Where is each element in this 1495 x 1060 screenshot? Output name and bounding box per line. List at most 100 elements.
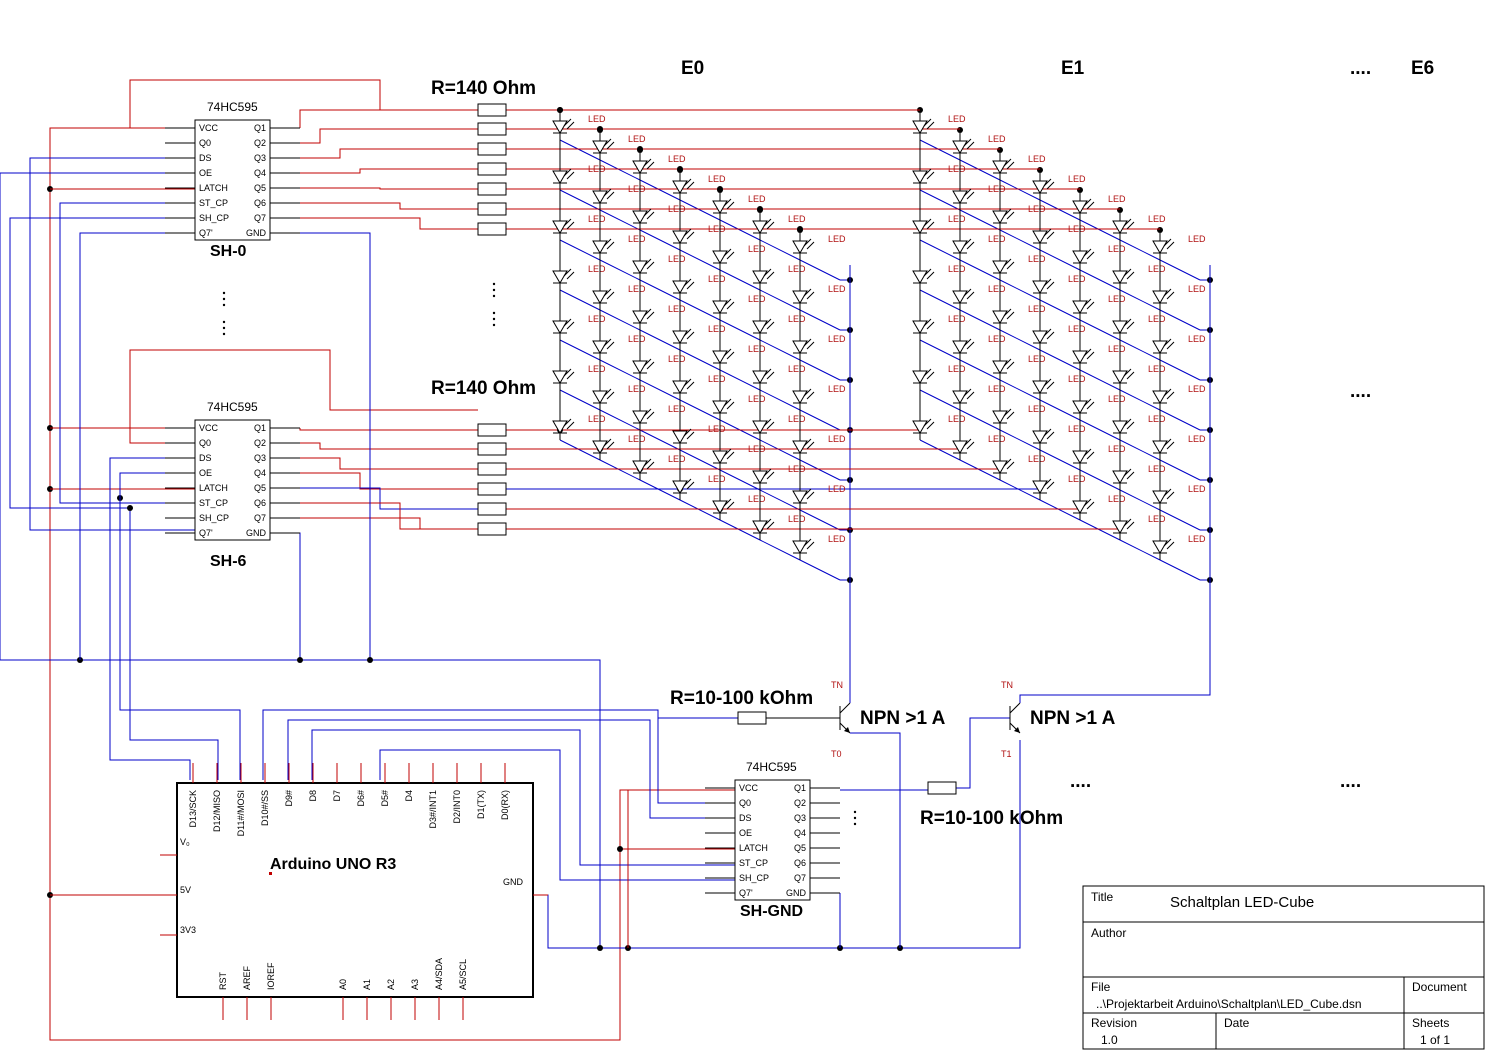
cathode-wire — [1119, 239, 1161, 261]
led: LED — [952, 433, 1006, 460]
cathode-wire — [719, 269, 761, 291]
junction-dot — [757, 206, 763, 212]
led: LED — [632, 153, 686, 180]
led-label: LED — [1068, 174, 1086, 184]
led-label: LED — [828, 434, 846, 444]
led: LED — [712, 393, 766, 420]
led: LED — [1072, 193, 1126, 220]
vertical-ellipsis-dot — [853, 816, 857, 820]
led: LED — [1032, 473, 1086, 500]
cathode-wire — [679, 199, 721, 221]
junction-dot — [1117, 207, 1123, 213]
cathode-wire — [639, 429, 681, 451]
cathode-wire — [799, 459, 841, 481]
sr-pin-right: Q6 — [254, 198, 266, 208]
cathode-wire — [719, 519, 761, 541]
led: LED — [672, 173, 726, 200]
junction-dot — [127, 505, 133, 511]
led-label: LED — [828, 284, 846, 294]
led: LED — [1152, 283, 1206, 310]
cathode-wire — [679, 499, 721, 521]
led-label: LED — [1108, 294, 1126, 304]
led: LED — [952, 133, 1006, 160]
led-label: LED — [708, 424, 726, 434]
arduino-top-pin: D8 — [308, 790, 318, 802]
resistor-bottom-0 — [477, 423, 507, 437]
sr-pin-left: ST_CP — [739, 858, 768, 868]
vertical-ellipsis-dot — [853, 822, 857, 826]
led: LED — [952, 233, 1006, 260]
sr-pin-right: Q1 — [794, 783, 806, 793]
vertical-ellipsis-dot — [222, 332, 226, 336]
led: LED — [1152, 483, 1206, 510]
arduino-bottom-pin: RST — [218, 971, 228, 990]
led-label: LED — [948, 264, 966, 274]
led: LED — [1112, 363, 1166, 390]
stcp-wire — [59, 202, 195, 504]
cathode-wire — [959, 459, 1001, 481]
led-label: LED — [1188, 334, 1206, 344]
led: LED — [992, 253, 1046, 280]
cathode-wire — [1079, 469, 1121, 491]
cathode-wire — [799, 559, 841, 581]
oe-drop — [79, 232, 195, 660]
led: LED — [952, 283, 1006, 310]
led-label: LED — [668, 154, 686, 164]
cathode-wire — [959, 359, 1001, 381]
cathode-wire — [799, 259, 841, 281]
oe-rail — [0, 172, 601, 948]
led: LED — [1072, 493, 1126, 520]
sr-pin-right: Q5 — [254, 483, 266, 493]
cathode-wire — [919, 389, 961, 411]
cathode-wire — [1119, 389, 1161, 411]
sr-pin-right: Q2 — [254, 138, 266, 148]
vertical-ellipsis-dot — [492, 323, 496, 327]
sr-pin-right: Q2 — [794, 798, 806, 808]
junction-dot — [797, 226, 803, 232]
sr-pin-right: Q3 — [794, 813, 806, 823]
led-label: LED — [1108, 244, 1126, 254]
led: LED — [672, 423, 726, 450]
sr-pin-left: Q7' — [199, 228, 213, 238]
led-matrix: LEDLEDLEDLEDLEDLEDLEDLEDLEDLEDLEDLEDLEDL… — [552, 113, 1206, 560]
led-label: LED — [1108, 394, 1126, 404]
led-label: LED — [748, 444, 766, 454]
led-label: LED — [1108, 344, 1126, 354]
cathode-wire — [1159, 359, 1201, 381]
vertical-ellipsis-dot — [492, 294, 496, 298]
arduino-top-pin: D9# — [284, 790, 294, 807]
led-label: LED — [1188, 234, 1206, 244]
led-label: LED — [1028, 404, 1046, 414]
led-label: LED — [588, 164, 606, 174]
resistor-label-bottom: R=140 Ohm — [431, 378, 536, 399]
led: LED — [952, 183, 1006, 210]
led: LED — [912, 113, 966, 140]
led: LED — [592, 233, 646, 260]
led: LED — [712, 193, 766, 220]
arduino-top-pin: D1(TX) — [476, 790, 486, 819]
cathode-wire — [1079, 269, 1121, 291]
led-label: LED — [628, 184, 646, 194]
layer-label-e0: E0 — [681, 58, 704, 79]
led: LED — [1032, 423, 1086, 450]
cathode-wire — [959, 409, 1001, 431]
cathode-wire — [559, 339, 601, 361]
sr-pin-right: Q6 — [794, 858, 806, 868]
led-label: LED — [788, 314, 806, 324]
led-label: LED — [1148, 264, 1166, 274]
led: LED — [1072, 343, 1126, 370]
led: LED — [752, 263, 806, 290]
cathode-wire — [799, 359, 841, 381]
sr-pin-right: Q7 — [254, 213, 266, 223]
cathode-wire — [599, 309, 641, 331]
cathode-wire — [1119, 289, 1161, 311]
arduino-right-pin: GND — [503, 877, 524, 887]
led: LED — [1112, 513, 1166, 540]
t1-collector-wire — [1019, 565, 1211, 703]
cathode-wire — [999, 279, 1041, 301]
junction-dot — [617, 846, 623, 852]
cathode-wire — [639, 279, 681, 301]
led-label: LED — [748, 194, 766, 204]
sheets-label: Sheets — [1412, 1016, 1449, 1030]
